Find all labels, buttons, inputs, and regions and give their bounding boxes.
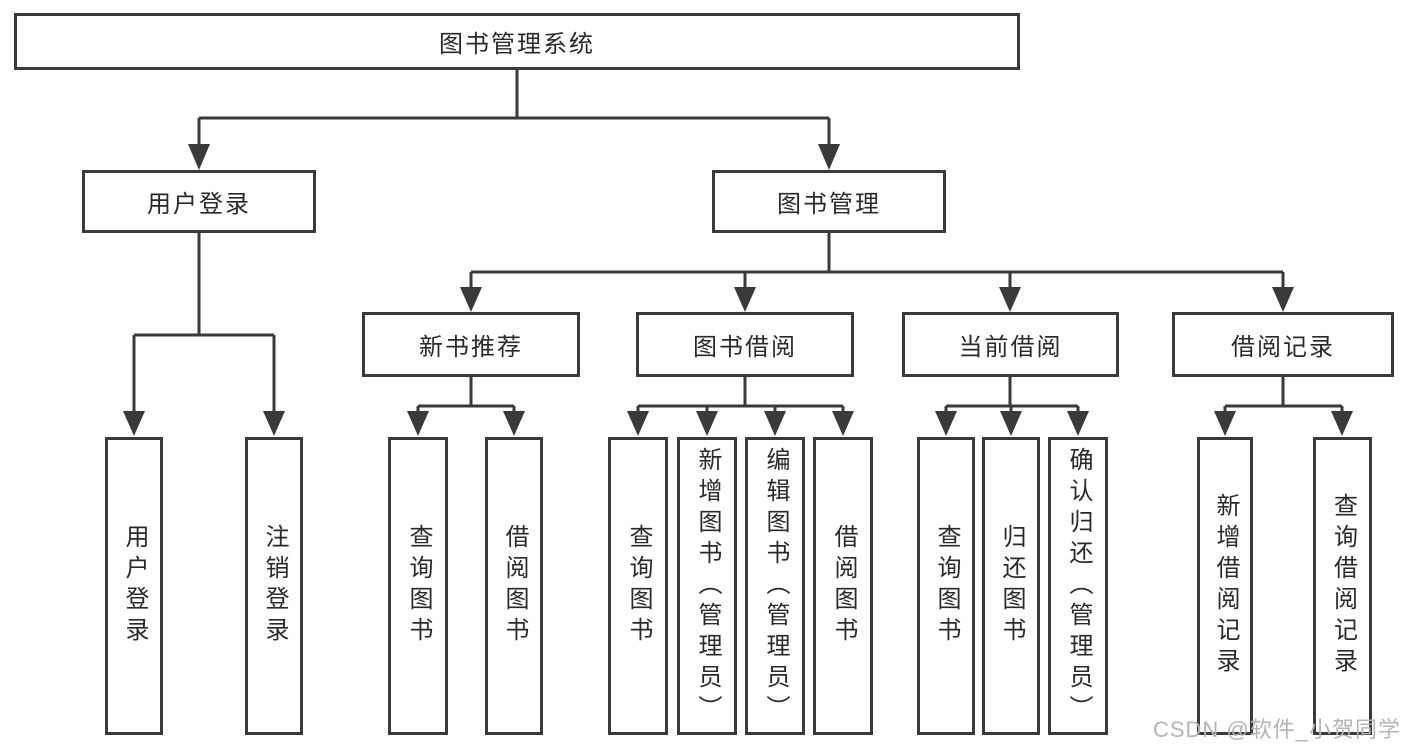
- leaf-confirm-return-admin: 确认归还（管理员）: [1048, 437, 1108, 735]
- leaf-user-login-label: 用户登录: [121, 524, 148, 648]
- leaf-query-books-recommend: 查询图书: [388, 437, 448, 735]
- leaf-user-login: 用户登录: [105, 437, 163, 735]
- leaf-add-borrow-record-label: 新增借阅记录: [1212, 493, 1239, 679]
- leaf-add-book-admin-label: 新增图书（管理员）: [694, 446, 721, 726]
- leaf-edit-book-admin: 编辑图书（管理员）: [745, 437, 805, 735]
- leaf-logout: 注销登录: [245, 437, 303, 735]
- leaf-query-books-recommend-label: 查询图书: [405, 524, 432, 648]
- arrowheads: [123, 144, 1353, 436]
- leaf-logout-label: 注销登录: [261, 524, 288, 648]
- leaf-confirm-return-admin-label: 确认归还（管理员）: [1065, 446, 1092, 726]
- node-root: 图书管理系统: [14, 13, 1020, 70]
- leaf-borrow-books-borrowing-label: 借阅图书: [830, 524, 857, 648]
- node-user-login: 用户登录: [82, 170, 316, 233]
- csdn-watermark: CSDN @软件_小贺同学: [1152, 717, 1401, 742]
- connector-paths: [132, 70, 1344, 414]
- node-current-borrowing: 当前借阅: [902, 312, 1119, 377]
- leaf-borrow-books-recommend-label: 借阅图书: [501, 524, 528, 648]
- leaf-query-borrow-record-label: 查询借阅记录: [1329, 493, 1357, 679]
- leaf-add-borrow-record: 新增借阅记录: [1197, 437, 1253, 735]
- leaf-borrow-books-borrowing: 借阅图书: [813, 437, 873, 735]
- leaf-edit-book-admin-label: 编辑图书（管理员）: [762, 446, 789, 726]
- leaf-return-books: 归还图书: [982, 437, 1040, 735]
- leaf-return-books-label: 归还图书: [998, 524, 1025, 648]
- leaf-query-borrow-record: 查询借阅记录: [1313, 437, 1372, 735]
- node-book-management: 图书管理: [712, 170, 946, 233]
- node-book-borrowing: 图书借阅: [636, 312, 854, 377]
- node-borrowing-records: 借阅记录: [1172, 312, 1394, 377]
- leaf-query-books-current: 查询图书: [917, 437, 975, 735]
- leaf-query-books-borrowing: 查询图书: [608, 437, 668, 735]
- node-new-book-recommend: 新书推荐: [362, 312, 580, 377]
- leaf-query-books-current-label: 查询图书: [933, 524, 960, 648]
- leaf-add-book-admin: 新增图书（管理员）: [677, 437, 737, 735]
- leaf-borrow-books-recommend: 借阅图书: [485, 437, 543, 735]
- leaf-query-books-borrowing-label: 查询图书: [625, 524, 652, 648]
